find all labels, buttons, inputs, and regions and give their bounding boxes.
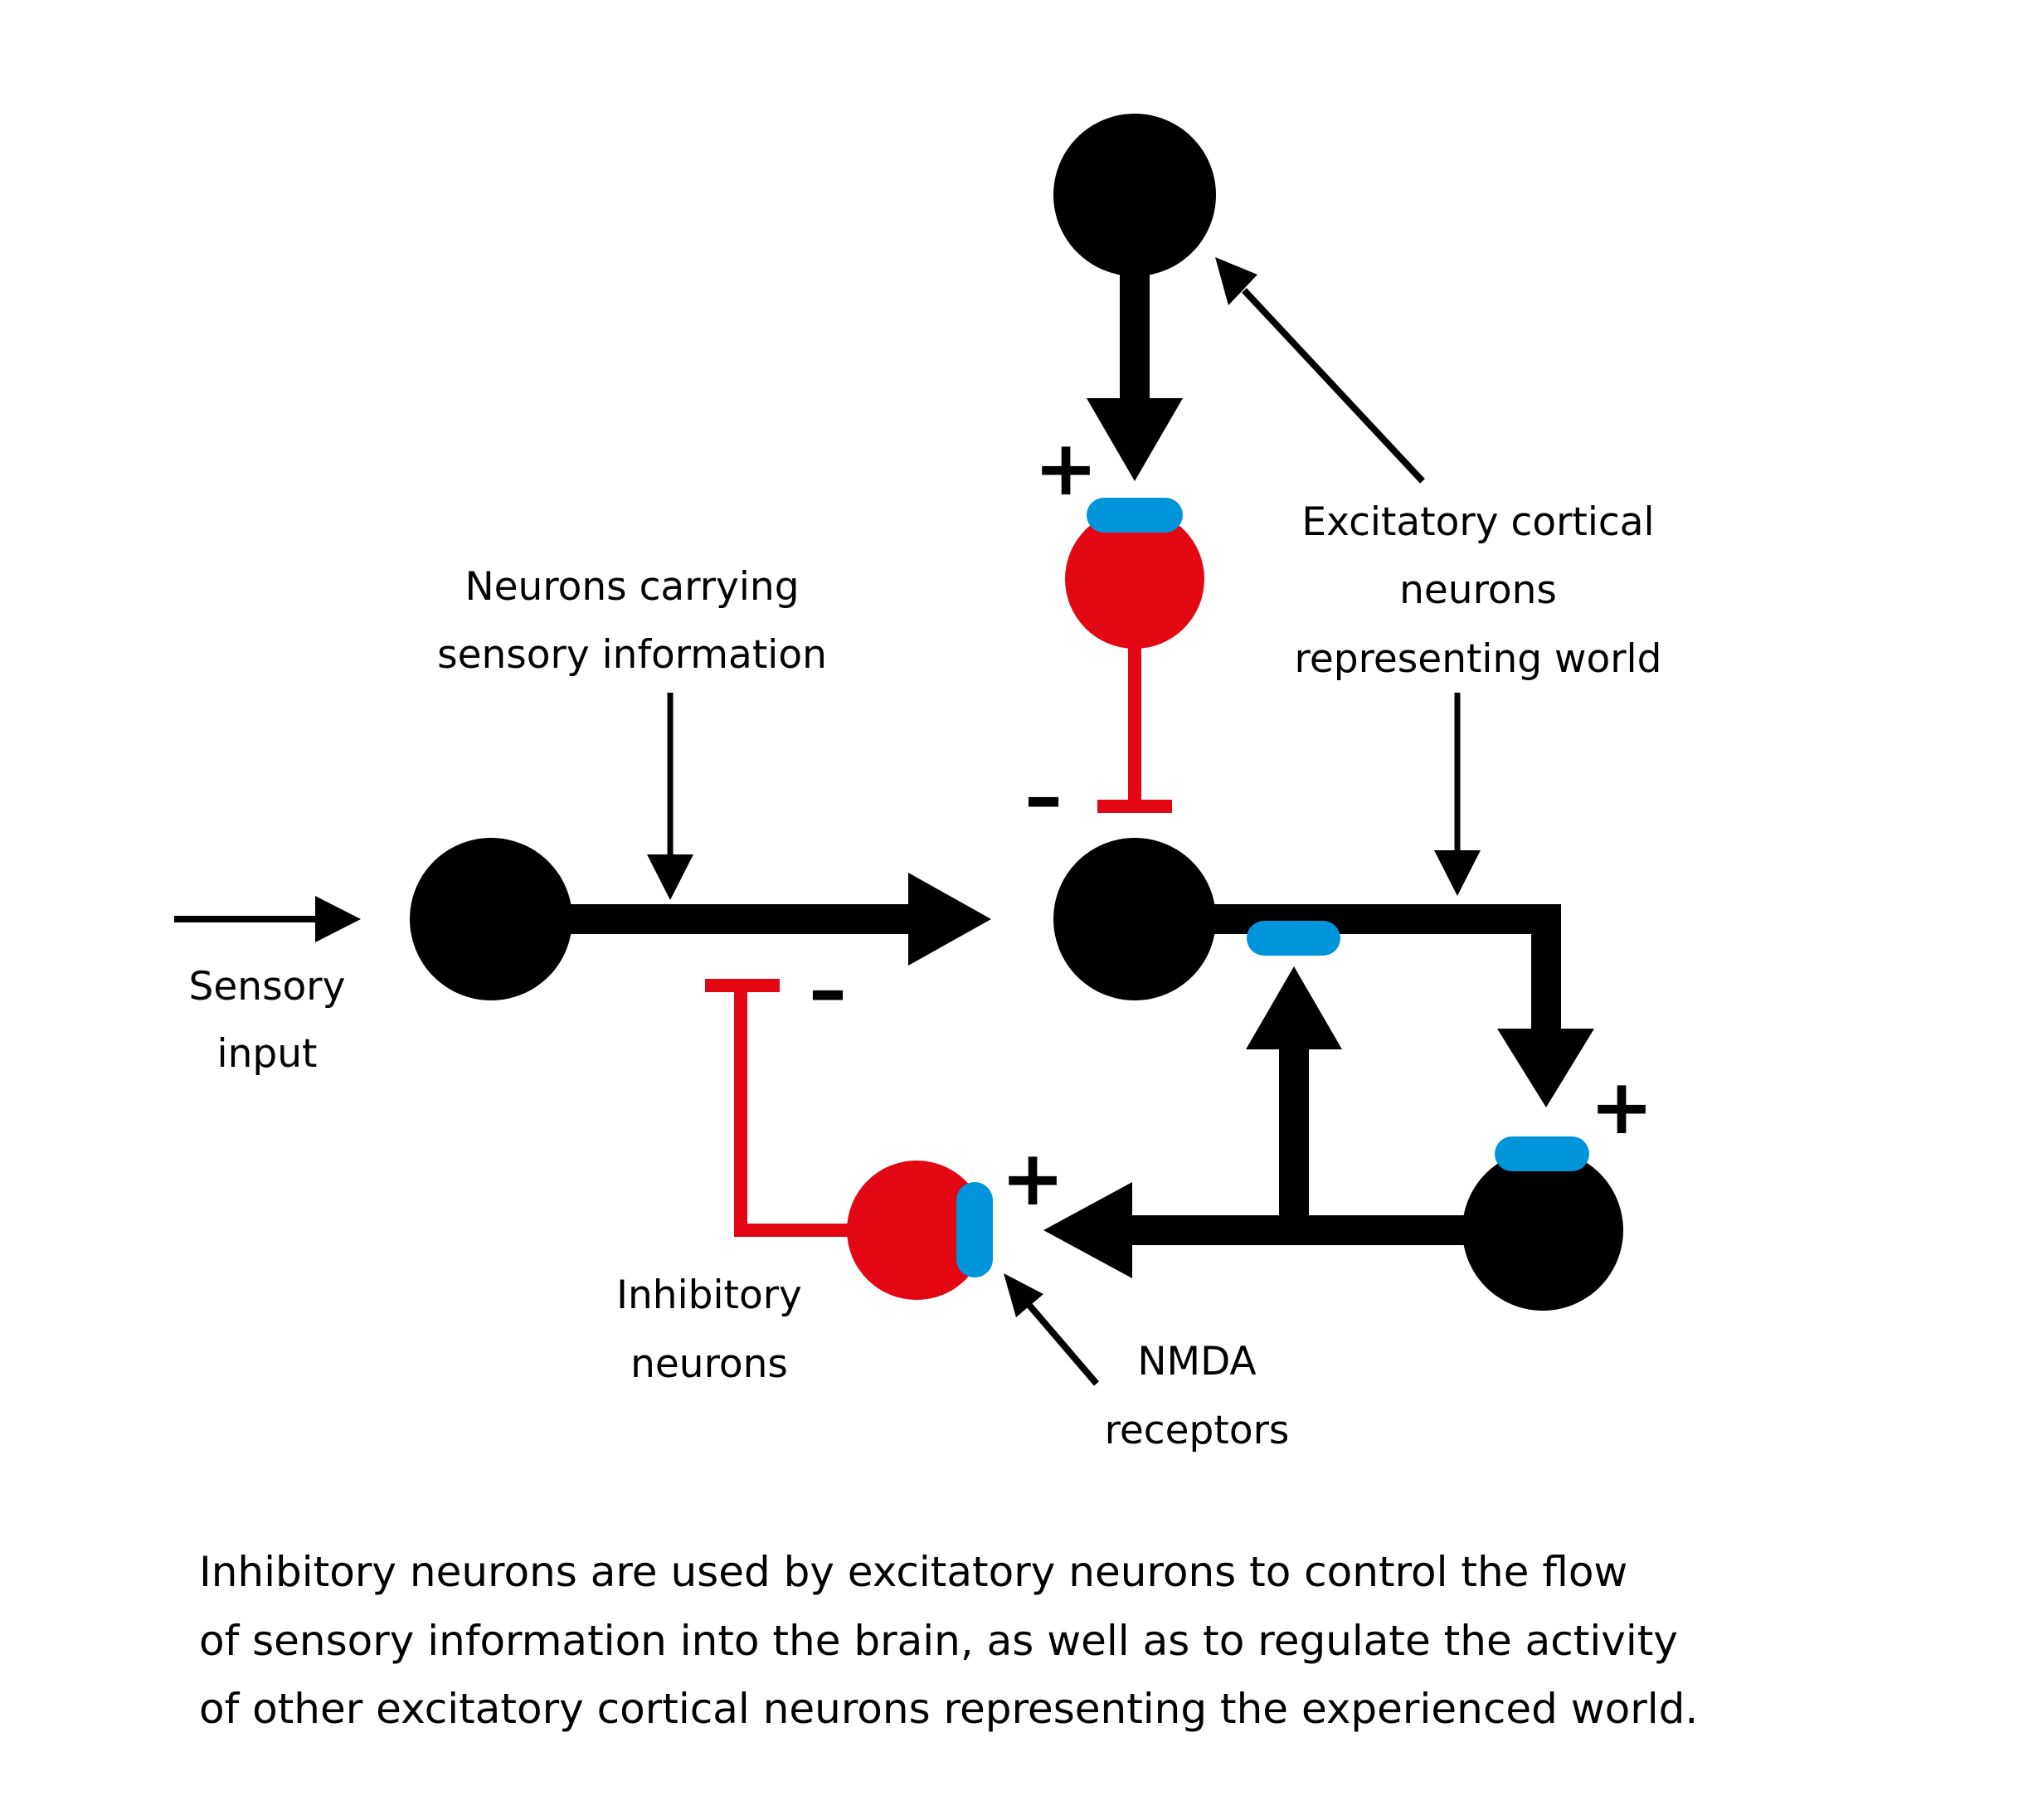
top-excitatory-neuron [1053,114,1216,276]
excitatory-cortical-pointer-bottom [1434,693,1481,896]
label-excitatory-line2: neurons [1399,567,1557,613]
central-axon-to-right-neuron [1178,904,1594,1107]
excitatory-cortical-pointer-top [1215,257,1425,484]
minus-sign-top: – [1024,752,1063,841]
central-neuron-nmda-receptor [1247,921,1340,956]
bottom-inhibitory-axon [705,979,850,1237]
top-inhibitory-neuron [1065,509,1204,649]
caption-line2: of sensory information into the brain, a… [199,1617,1678,1665]
label-nmda-line1: NMDA [1137,1339,1256,1384]
caption-line1: Inhibitory neurons are used by excitator… [199,1548,1627,1596]
sensory-axon-arrow [531,873,991,966]
label-inhibitory-line1: Inhibitory [616,1273,802,1318]
feedback-axon-arrows [1043,966,1476,1278]
plus-sign-right: + [1589,1063,1653,1151]
minus-sign-bottom: – [809,946,847,1034]
bottom-right-excitatory-neuron [1462,1150,1623,1311]
top-excitatory-axon-arrow [1087,249,1183,481]
bottom-inhibitory-nmda-receptor [956,1182,993,1277]
label-nmda-line2: receptors [1105,1408,1290,1453]
label-sensory-neurons-line1: Neurons carrying [464,564,799,610]
plus-sign-bottom: + [1000,1134,1064,1223]
plus-sign-top: + [1034,424,1097,513]
caption-line3: of other excitatory cortical neurons rep… [199,1685,1698,1733]
label-sensory-neurons-line2: sensory information [437,632,827,678]
label-inhibitory-line2: neurons [630,1341,788,1387]
label-excitatory-line3: representing world [1295,636,1662,682]
label-sensory-input-line2: input [217,1031,318,1077]
label-sensory-input-line1: Sensory [189,964,346,1010]
bottom-right-nmda-receptor [1495,1136,1589,1171]
sensory-neuron [410,838,572,1000]
label-excitatory-line1: Excitatory cortical [1301,499,1654,545]
sensory-input-arrow [174,896,361,942]
bottom-inhibitory-neuron [847,1161,986,1300]
nmda-receptors-pointer [1004,1273,1100,1386]
top-inhibitory-nmda-receptor [1087,498,1183,533]
sensory-neurons-pointer [647,693,693,900]
top-inhibitory-axon [1097,643,1172,813]
central-excitatory-neuron [1053,838,1216,1000]
